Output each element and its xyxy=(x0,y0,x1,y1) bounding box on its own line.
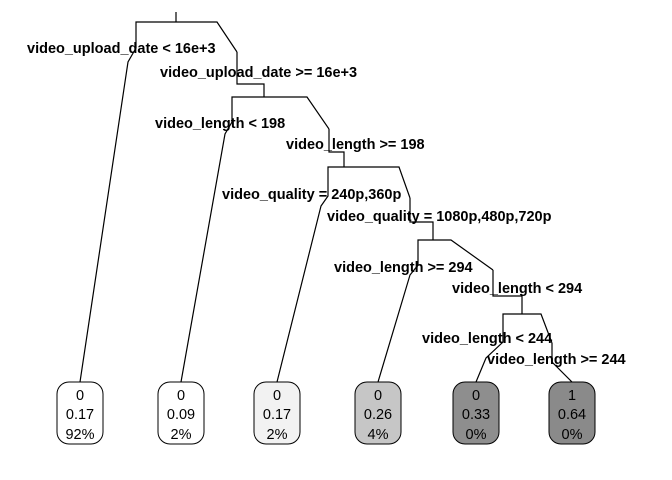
split-s2-right-label: video_length >= 198 xyxy=(286,137,425,153)
leaf-3-box xyxy=(253,381,301,445)
split-s2: video_length < 198 video_length >= 198 xyxy=(155,96,425,383)
split-s4-left-label: video_length >= 294 xyxy=(334,260,473,276)
leaf-5: 0 0.33 0% xyxy=(452,381,500,445)
split-s1-right-label: video_upload_date >= 16e+3 xyxy=(160,65,357,81)
leaf-6-class: 1 xyxy=(568,388,576,404)
leaf-5-box xyxy=(452,381,500,445)
edge-s2-to-s3 xyxy=(328,129,345,167)
leaf-4-percent: 4% xyxy=(368,427,389,443)
leaf-3-probability: 0.17 xyxy=(263,407,291,423)
split-s5-left-label: video_length < 244 xyxy=(422,331,552,347)
edge-s3-to-s4 xyxy=(409,198,434,240)
leaf-6-box xyxy=(548,381,596,445)
leaf-1-box xyxy=(56,381,104,445)
edge-s1-to-s2 xyxy=(236,52,265,97)
leaf-2-percent: 2% xyxy=(171,427,192,443)
split-s4-right-label: video_length < 294 xyxy=(452,281,582,297)
edge-s5-to-leaf6 xyxy=(551,343,573,383)
leaf-1-probability: 0.17 xyxy=(66,407,94,423)
leaf-1: 0 0.17 92% xyxy=(56,381,104,445)
leaf-6-percent: 0% xyxy=(562,427,583,443)
leaf-6: 1 0.64 0% xyxy=(548,381,596,445)
split-s4: video_length >= 294 video_length < 294 xyxy=(334,239,582,383)
leaf-5-class: 0 xyxy=(472,388,480,404)
split-s5: video_length < 244 video_length >= 244 xyxy=(422,313,626,383)
edge-s5-to-leaf5 xyxy=(475,325,504,383)
split-s5-bar xyxy=(502,313,553,344)
leaf-5-percent: 0% xyxy=(466,427,487,443)
split-s2-left-label: video_length < 198 xyxy=(155,116,285,132)
leaf-2-box xyxy=(157,381,205,445)
leaf-4-probability: 0.26 xyxy=(364,407,392,423)
split-s2-bar xyxy=(231,96,330,130)
split-s3-bar xyxy=(327,166,411,199)
leaf-2-class: 0 xyxy=(177,388,185,404)
leaf-5-probability: 0.33 xyxy=(462,407,490,423)
split-s1: video_upload_date < 16e+3 video_upload_d… xyxy=(27,12,357,383)
edge-s2-to-leaf2 xyxy=(180,108,233,383)
leaf-3-percent: 2% xyxy=(267,427,288,443)
leaf-3-class: 0 xyxy=(273,388,281,404)
leaf-4-box xyxy=(354,381,402,445)
split-s3-right-label: video_quality = 1080p,480p,720p xyxy=(327,209,552,225)
edge-s3-to-leaf3 xyxy=(276,180,329,383)
edge-s4-to-s5 xyxy=(492,270,523,314)
leaf-2: 0 0.09 2% xyxy=(157,381,205,445)
split-s3: video_quality = 240p,360p video_quality … xyxy=(222,166,552,383)
leaf-3: 0 0.17 2% xyxy=(253,381,301,445)
leaf-1-percent: 92% xyxy=(65,427,94,443)
leaf-6-probability: 0.64 xyxy=(558,407,586,423)
edge-s1-to-leaf1 xyxy=(79,33,137,383)
leaf-4: 0 0.26 4% xyxy=(354,381,402,445)
leaf-4-class: 0 xyxy=(374,388,382,404)
leaf-1-class: 0 xyxy=(76,388,84,404)
split-s1-bar xyxy=(135,21,238,53)
split-s3-left-label: video_quality = 240p,360p xyxy=(222,187,401,203)
split-s5-right-label: video_length >= 244 xyxy=(487,352,626,368)
split-s1-left-label: video_upload_date < 16e+3 xyxy=(27,41,216,57)
split-s4-bar xyxy=(417,239,494,271)
edge-s4-to-leaf4 xyxy=(377,252,419,383)
leaf-2-probability: 0.09 xyxy=(167,407,195,423)
